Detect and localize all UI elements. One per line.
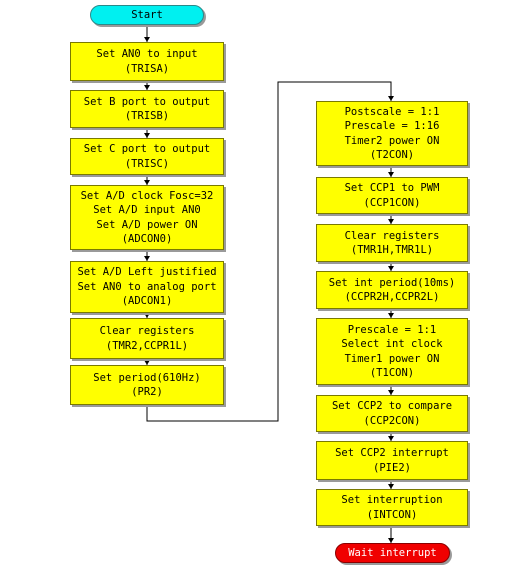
right-process-box-2: Set CCP1 to PWM (CCP1CON) <box>316 177 468 214</box>
connector-arrowhead <box>388 484 394 489</box>
process-box-line: (PR2) <box>131 386 163 398</box>
process-box-line: (TRISB) <box>124 110 170 122</box>
process-box-line: (CCPR2H,CCPR2L) <box>344 291 440 303</box>
connector-arrowhead <box>144 133 150 138</box>
connector-arrowhead <box>388 313 394 318</box>
end-terminal: Wait interrupt <box>335 543 450 563</box>
process-box-line: Set AN0 to input <box>96 48 198 60</box>
connector-arrowhead <box>388 538 394 543</box>
process-box-line: Timer2 power ON <box>344 134 440 147</box>
connector-arrowhead <box>144 180 150 185</box>
start-terminal: Start <box>90 5 204 25</box>
left-process-box-7: Set period(610Hz) (PR2) <box>70 365 224 405</box>
process-box-line: Postscale = 1:1 <box>344 105 440 118</box>
process-box-line: (TMR2,CCPR1L) <box>105 339 189 352</box>
process-box-line: Set A/D Left justified <box>77 266 217 279</box>
process-box-line: (TRISC) <box>124 157 170 170</box>
process-box-line: Set int period(10ms) <box>328 276 456 289</box>
process-box-line: Clear registers <box>344 229 440 242</box>
process-box-line: (TMR1H,TMR1L) <box>350 244 434 256</box>
connector-arrowhead <box>388 96 394 101</box>
process-box-line: Prescale = 1:16 <box>344 120 440 132</box>
connector-arrowhead <box>388 390 394 395</box>
connector-arrowhead <box>144 37 150 42</box>
connector-arrowhead <box>144 85 150 90</box>
process-box-line: Set CCP2 to compare <box>331 400 453 412</box>
process-box-line: Set period(610Hz) <box>93 371 201 384</box>
process-box-line: Set A/D input AN0 <box>93 204 201 216</box>
left-process-box-2: Set B port to output (TRISB) <box>70 90 224 128</box>
right-process-box-6: Set CCP2 to compare (CCP2CON) <box>316 395 468 432</box>
process-box-line: (TRISA) <box>124 62 170 75</box>
process-box-line: Clear registers <box>99 325 195 337</box>
connector-arrowhead <box>388 172 394 177</box>
connector-arrowhead <box>144 256 150 261</box>
left-process-box-1: Set AN0 to input (TRISA) <box>70 42 224 81</box>
process-box-line: (CCP1CON) <box>363 196 421 209</box>
right-process-box-8: Set interruption (INTCON) <box>316 489 468 526</box>
process-box-line: Set AN0 to analog port <box>77 280 217 293</box>
right-process-box-3: Clear registers (TMR1H,TMR1L) <box>316 224 468 262</box>
process-box-line: (INTCON) <box>366 508 418 521</box>
process-box-line: (CCP2CON) <box>363 414 421 427</box>
connector-arrowhead <box>388 266 394 271</box>
process-box-line: (T2CON) <box>369 149 415 161</box>
connector-arrowhead <box>144 313 150 318</box>
process-box-line: Timer1 power ON <box>344 352 440 365</box>
process-box-line: Set interruption <box>341 494 443 506</box>
connector-column-bridge <box>146 81 392 422</box>
process-box-line: Set A/D power ON <box>96 218 198 231</box>
process-box-line: (PIE2) <box>373 461 411 474</box>
connector-arrowhead <box>388 436 394 441</box>
process-box-line: (T1CON) <box>369 367 415 379</box>
process-box-line: Set CCP2 interrupt <box>335 447 449 459</box>
right-process-box-4: Set int period(10ms) (CCPR2H,CCPR2L) <box>316 271 468 309</box>
left-process-box-3: Set C port to output (TRISC) <box>70 138 224 175</box>
connector-arrowhead <box>388 219 394 224</box>
right-process-box-7: Set CCP2 interrupt (PIE2) <box>316 441 468 480</box>
process-box-line: Set C port to output <box>83 143 211 155</box>
process-box-line: Set CCP1 to PWM <box>344 182 440 194</box>
process-box-line: Set A/D clock Fosc=32 <box>80 189 214 202</box>
process-box-line: Select int clock <box>341 338 443 350</box>
process-box-line: Set B port to output <box>83 95 211 108</box>
process-box-line: (ADCON0) <box>121 233 173 245</box>
connector-arrowhead <box>144 360 150 365</box>
left-process-box-6: Clear registers (TMR2,CCPR1L) <box>70 318 224 359</box>
process-box-line: (ADCON1) <box>121 295 173 308</box>
process-box-line: Prescale = 1:1 <box>347 323 437 336</box>
